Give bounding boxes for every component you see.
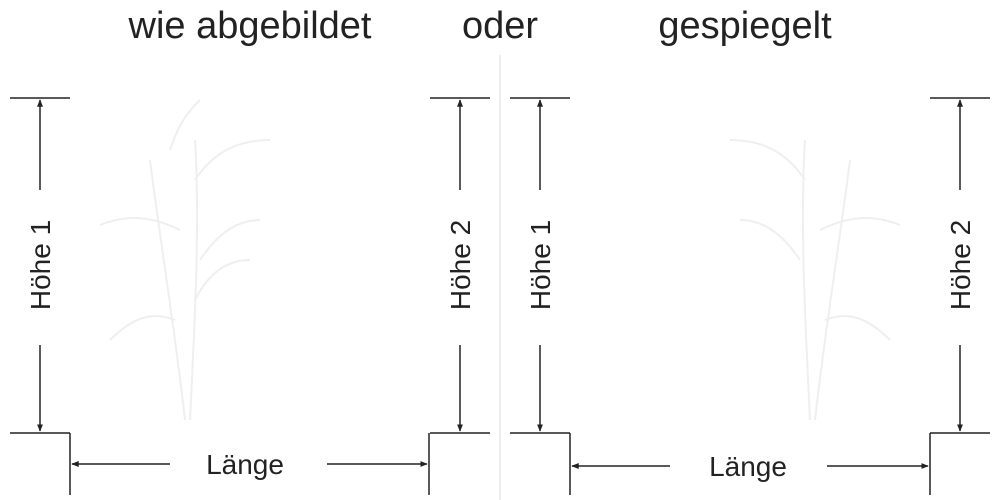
label-height-2-left: Höhe 2 <box>445 220 476 310</box>
plant-illustration-left <box>99 99 271 421</box>
plant-illustration-right <box>729 139 901 421</box>
label-length-right: Länge <box>709 451 787 482</box>
dimension-lines-right <box>510 97 990 495</box>
title-mirrored: gespiegelt <box>658 5 832 47</box>
label-height-2-right: Höhe 2 <box>945 220 976 310</box>
title-or: oder <box>462 5 538 47</box>
title-as-shown: wie abgebildet <box>128 5 372 47</box>
dimension-lines-left <box>10 97 490 495</box>
label-height-1-left: Höhe 1 <box>25 220 56 310</box>
label-length-left: Länge <box>206 449 284 480</box>
label-height-1-right: Höhe 1 <box>525 220 556 310</box>
